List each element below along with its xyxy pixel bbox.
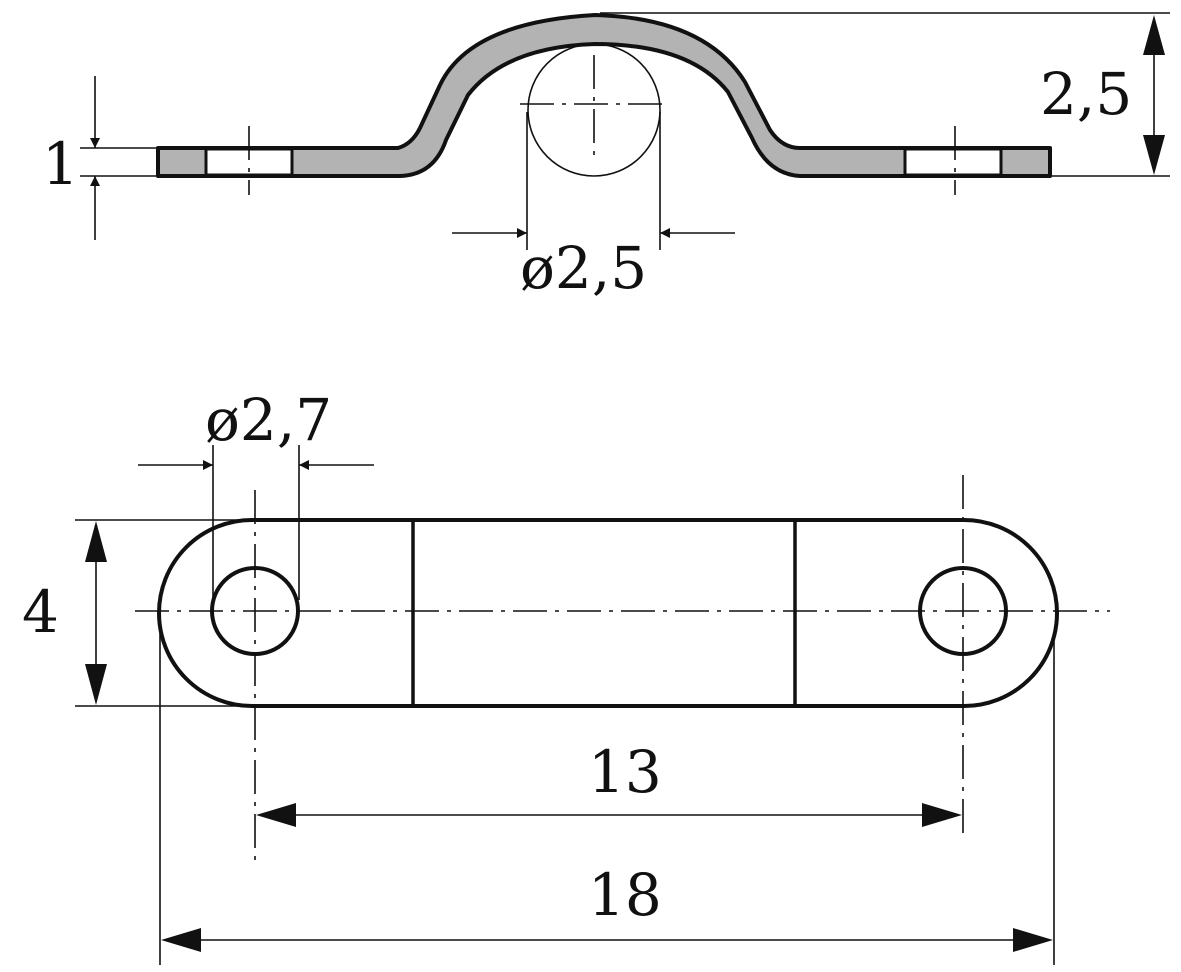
side-view: ø2,5 1 2,5	[42, 12, 1170, 302]
height-label: 2,5	[1040, 60, 1132, 128]
height-arrow-bottom	[1143, 135, 1165, 175]
bend-diameter-label: ø2,5	[520, 234, 647, 302]
cable-circle	[527, 43, 661, 177]
right-hole-section-gap	[903, 147, 1003, 177]
spacing-arrow-right	[922, 803, 962, 827]
overall-length-label: 18	[588, 861, 662, 929]
thickness-label: 1	[42, 130, 79, 198]
hole-spacing-label: 13	[588, 738, 662, 806]
width-arrow-bottom	[85, 664, 107, 705]
spacing-arrow-left	[256, 803, 296, 827]
length-arrow-left	[161, 928, 201, 952]
height-arrow-top	[1143, 15, 1165, 55]
plan-view: ø2,7 4 13 18	[22, 386, 1110, 965]
width-label: 4	[22, 578, 59, 646]
hole-diameter-label: ø2,7	[205, 386, 332, 454]
clamp-plan-outline	[157, 518, 1059, 708]
width-arrow-top	[85, 521, 107, 562]
length-arrow-right	[1013, 928, 1053, 952]
